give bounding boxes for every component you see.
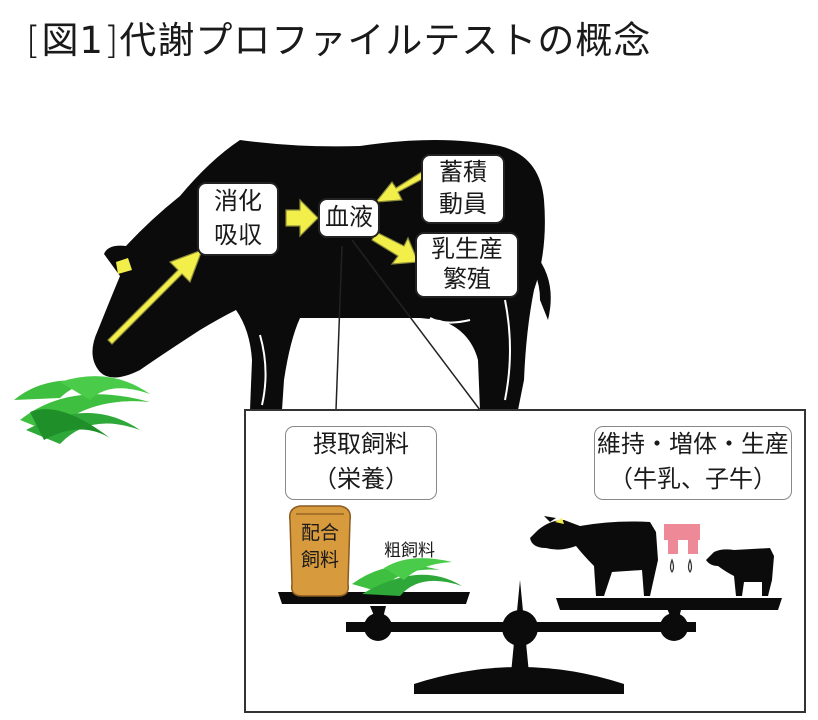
blood-label: 血液	[325, 203, 373, 231]
feed-bag	[288, 505, 352, 597]
balance-scale	[278, 580, 782, 694]
nutrient-arrows	[107, 167, 433, 345]
mobilization-label: 動員	[439, 190, 487, 218]
adult-cow-icon	[530, 516, 658, 596]
zoom-line-right	[351, 239, 481, 411]
adult-cow-ear-tag	[555, 518, 564, 524]
roughage-grass	[352, 558, 462, 596]
cow-leg-highlight	[504, 299, 511, 401]
milk-production-label: 乳生産	[431, 235, 503, 263]
nutrition-label: （栄養）	[313, 465, 409, 493]
concentrate-label-2: 飼料	[300, 549, 339, 571]
absorption-label: 吸収	[214, 221, 262, 249]
figure-title: [図1]代謝プロファイルテストの概念	[26, 10, 651, 64]
cow-leg-highlight	[259, 334, 267, 406]
storage-label: 蓄積	[439, 158, 487, 186]
maintenance-production-box: 維持・増体・生産 （牛乳、子牛）	[594, 426, 792, 500]
digestion-label: 消化	[214, 187, 262, 215]
title-bracket-open: [	[26, 19, 42, 62]
maintenance-production-label: 維持・増体・生産	[597, 430, 789, 458]
figure-title-text: 代謝プロファイルテストの概念	[119, 19, 652, 62]
intake-feed-box: 摂取飼料 （栄養）	[285, 426, 437, 500]
blood-box: 血液	[318, 198, 380, 238]
milk-drops-icon	[669, 558, 693, 574]
calf-icon	[706, 548, 774, 596]
roughage-label: 粗飼料	[384, 541, 435, 561]
title-bracket-close: ]	[103, 19, 120, 62]
reproduction-label: 繁殖	[443, 265, 491, 293]
figure-label: 図1	[41, 19, 104, 62]
ear-tag	[116, 258, 132, 274]
concentrate-label-1: 配合	[300, 522, 339, 544]
milk-reproduction-box: 乳生産 繁殖	[415, 232, 519, 298]
storage-mobilization-box: 蓄積 動員	[421, 154, 505, 224]
milker-icon	[664, 524, 700, 554]
intake-feed-label: 摂取飼料	[313, 430, 409, 458]
zoom-line-left	[335, 245, 343, 411]
milk-calf-label: （牛乳、子牛）	[609, 465, 777, 493]
feed-bag-label: 配合 飼料	[292, 520, 348, 574]
udder-outline	[429, 317, 471, 324]
digestion-absorption-box: 消化 吸収	[197, 182, 279, 256]
grass-pile	[14, 376, 150, 444]
